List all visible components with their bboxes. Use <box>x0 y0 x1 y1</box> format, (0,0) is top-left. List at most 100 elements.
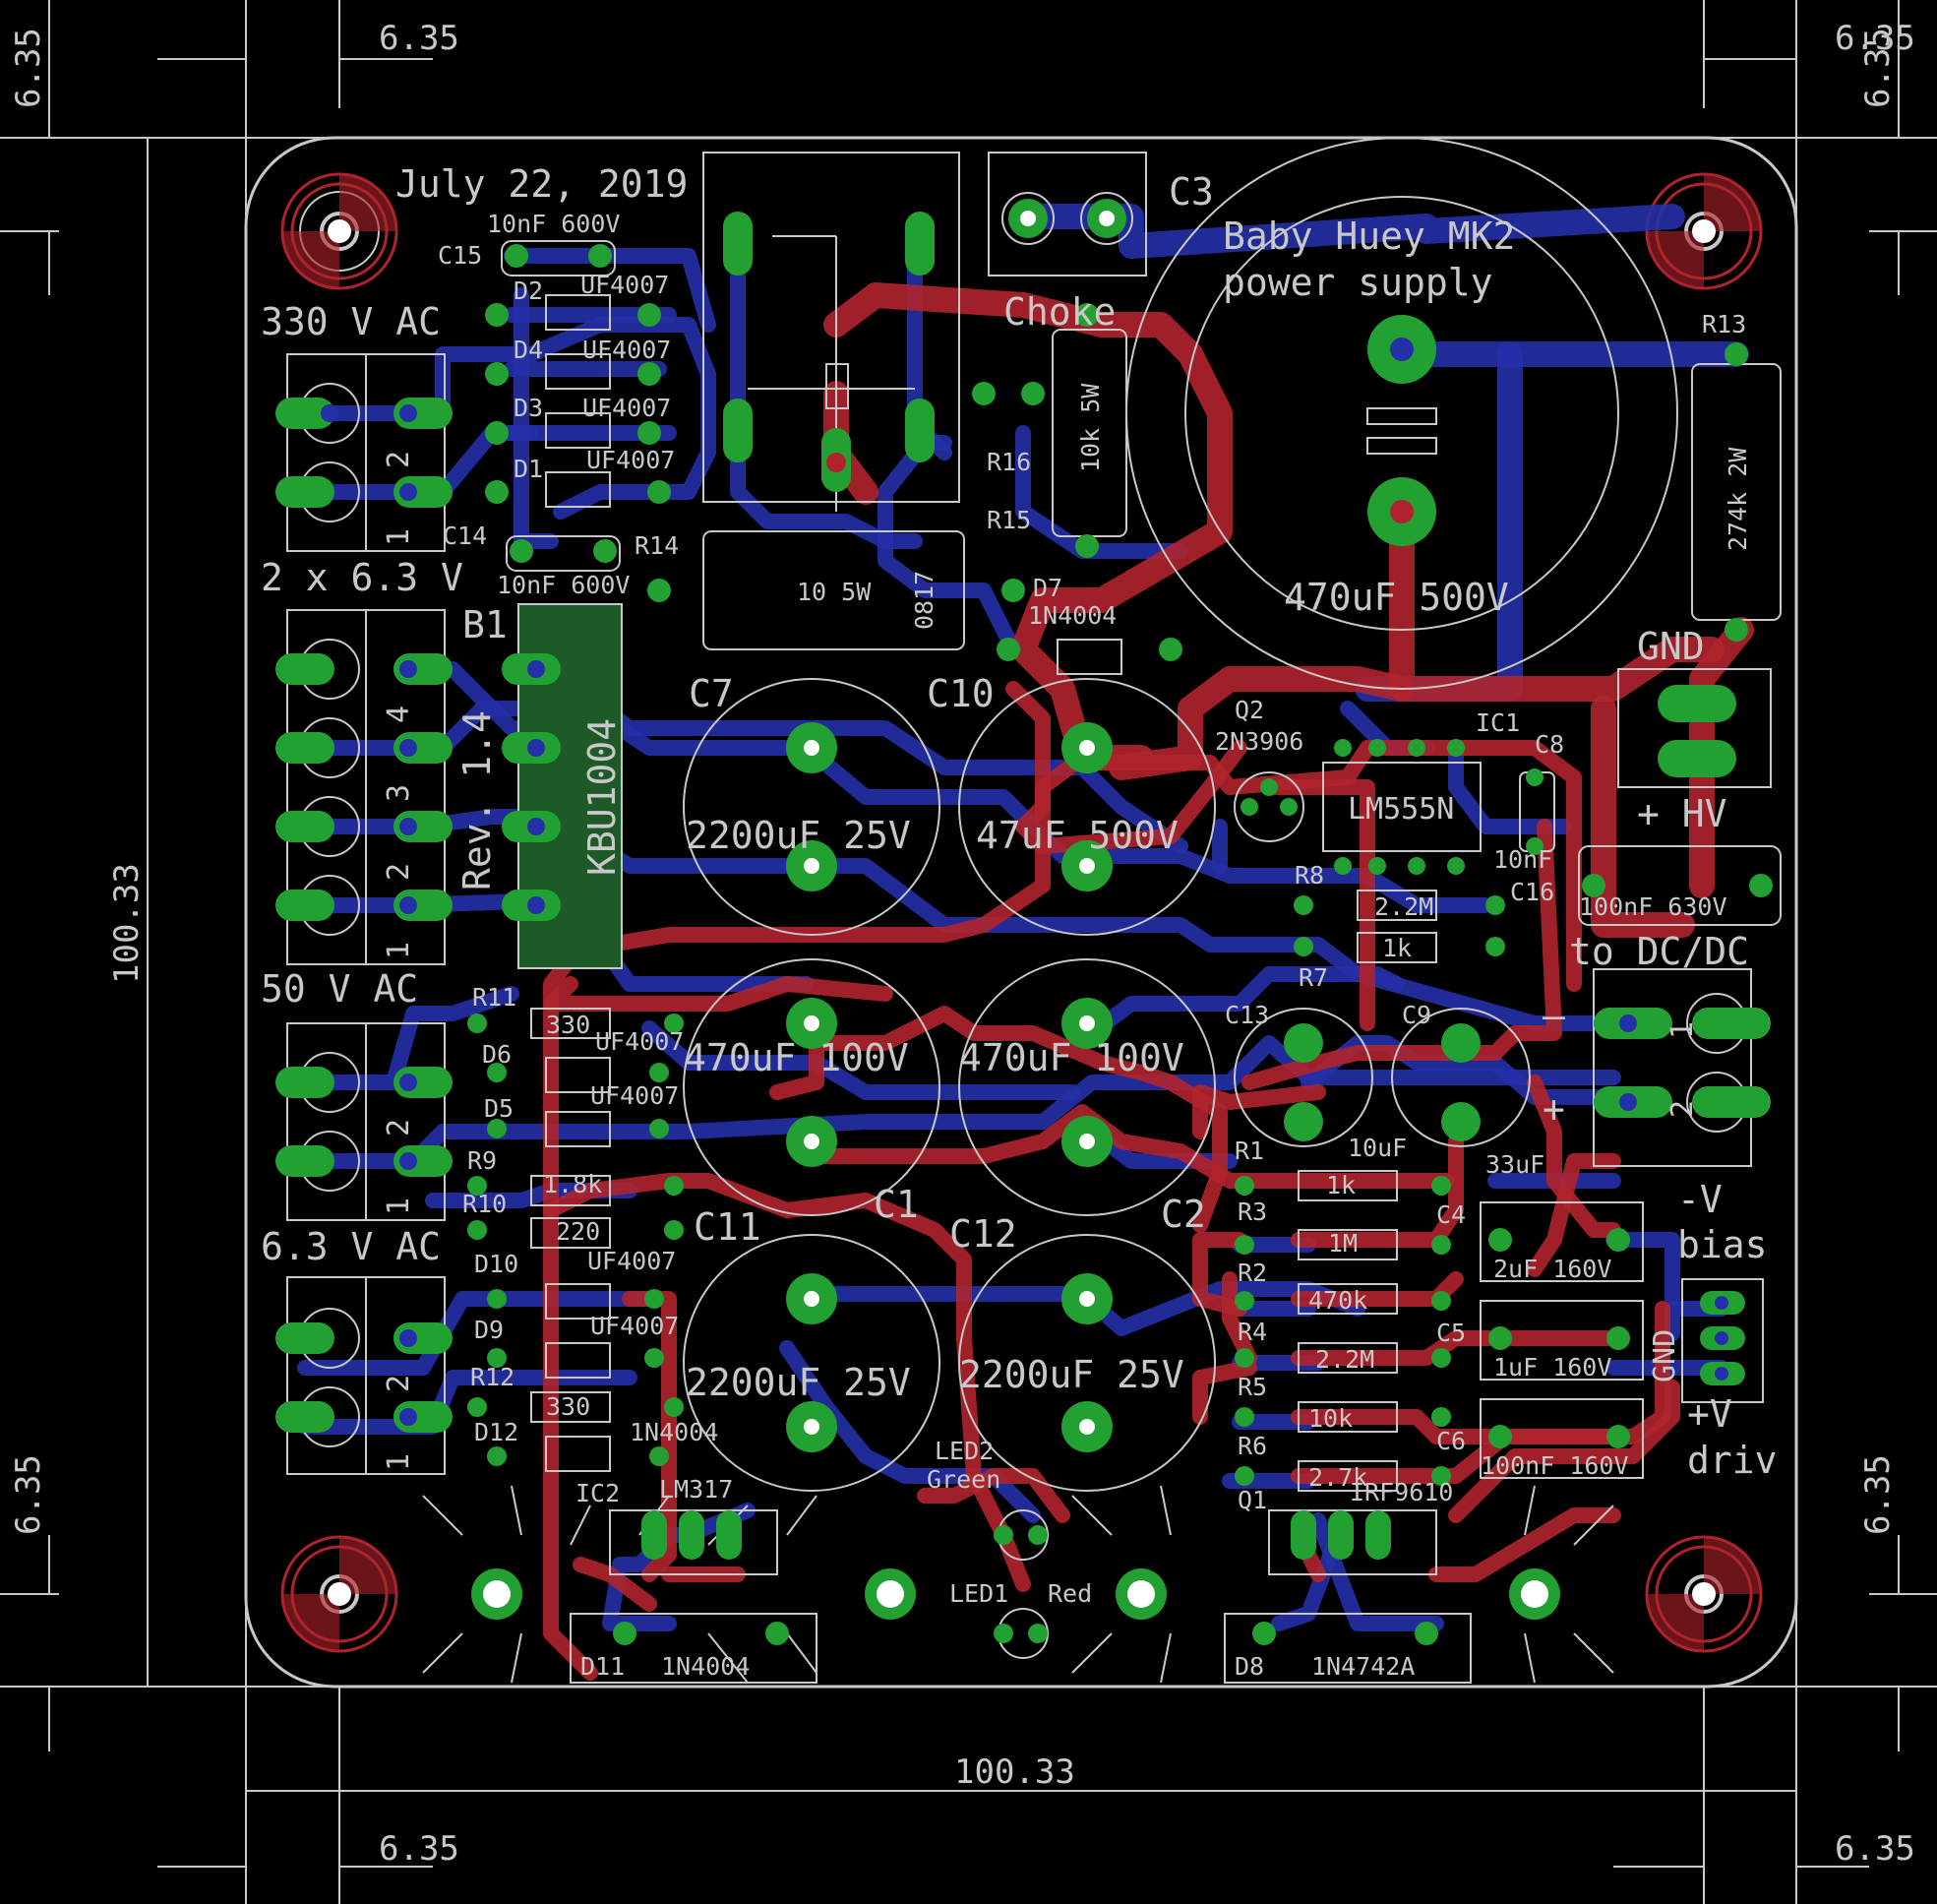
label-330vac: 330 V AC <box>261 300 441 343</box>
pin-3: 3 <box>382 784 416 802</box>
labels: July 22, 2019 Baby Huey MK2 power supply… <box>261 162 1778 1681</box>
dim-bottom-left: 6.35 <box>379 1829 459 1869</box>
r9-value: 1.8k <box>543 1170 602 1198</box>
q2-ref: Q2 <box>1235 696 1264 724</box>
c4-ref: C4 <box>1436 1200 1466 1229</box>
dim-left-bottom: 6.35 <box>9 1454 48 1535</box>
r6-value: 2.7k <box>1308 1463 1367 1492</box>
label-bias-v: -V <box>1677 1178 1723 1221</box>
r15-value: 10k 5W <box>1076 383 1105 472</box>
pin-1: 1 <box>382 1453 416 1471</box>
c6-ref: C6 <box>1436 1427 1466 1455</box>
ic1-ref: IC1 <box>1476 708 1520 737</box>
led2-value: Green <box>927 1465 1000 1494</box>
c13-ref: C13 <box>1225 1001 1269 1029</box>
r4-value: 2.2M <box>1315 1345 1374 1374</box>
pin-1: 1 <box>382 942 416 959</box>
r12-ref: R12 <box>470 1363 515 1391</box>
label-50vac: 50 V AC <box>261 967 418 1011</box>
dim-width: 100.33 <box>954 1752 1075 1792</box>
r16-ref: R16 <box>987 448 1031 476</box>
c6-value: 100nF 160V <box>1481 1451 1629 1480</box>
dim-right-bottom: 6.35 <box>1858 1454 1898 1535</box>
label-plus: + <box>1543 1087 1565 1131</box>
c2-ref: C2 <box>1161 1193 1206 1236</box>
ic2-value: LM317 <box>659 1475 733 1504</box>
ic1-value: LM555N <box>1348 792 1454 827</box>
d1-value: UF4007 <box>586 446 675 474</box>
c8-value: 10nF <box>1493 845 1552 874</box>
r8-value: 2.2M <box>1374 892 1433 921</box>
c12-ref: C12 <box>949 1212 1017 1256</box>
d12-value: 1N4004 <box>630 1418 718 1446</box>
q1-ref: Q1 <box>1238 1486 1267 1514</box>
d8-value: 1N4742A <box>1311 1652 1415 1681</box>
c8-ref: C8 <box>1535 730 1564 759</box>
label-driv-v: +V <box>1687 1392 1732 1436</box>
pin-1: 1 <box>382 1198 416 1215</box>
c2-value: 470uF 100V <box>959 1036 1184 1079</box>
c13-value: 10uF <box>1348 1134 1407 1162</box>
d7-value: 1N4004 <box>1028 601 1117 630</box>
c7-value: 2200uF 25V <box>686 814 911 857</box>
d8-ref: D8 <box>1235 1652 1264 1681</box>
led2-ref: LED2 <box>935 1437 994 1465</box>
c5-value: 1uF 160V <box>1493 1353 1611 1382</box>
d12-ref: D12 <box>474 1418 518 1446</box>
b1-value: KBU1004 <box>580 718 624 876</box>
label-gnd-vertical: GND <box>1648 1329 1682 1382</box>
c1-value: 470uF 100V <box>684 1036 909 1079</box>
r13-ref: R13 <box>1702 310 1746 338</box>
pin-2: 2 <box>1665 1100 1700 1118</box>
c7-ref: C7 <box>689 672 734 715</box>
d7-ref: D7 <box>1033 574 1062 602</box>
c3-ref: C3 <box>1169 170 1214 214</box>
label-gnd: GND <box>1637 625 1705 668</box>
q2-value: 2N3906 <box>1215 727 1303 756</box>
pin-1: 1 <box>382 528 416 546</box>
label-dcdc: to DC/DC <box>1569 930 1749 973</box>
r7-ref: R7 <box>1299 963 1328 992</box>
revision-label: Rev. 1.4 <box>455 710 499 891</box>
d4-ref: D4 <box>514 336 543 364</box>
label-2x63v: 2 x 6.3 V <box>261 556 463 599</box>
c11-value: 2200uF 25V <box>686 1361 911 1404</box>
c3-value: 470uF 500V <box>1284 576 1509 619</box>
d4-value: UF4007 <box>582 336 671 364</box>
date-label: July 22, 2019 <box>395 162 688 206</box>
d11-value: 1N4004 <box>661 1652 750 1681</box>
led1-value: Red <box>1048 1579 1092 1608</box>
r4-ref: R4 <box>1238 1318 1267 1346</box>
d6-ref: D6 <box>482 1040 512 1069</box>
label-minus: – <box>1543 994 1565 1037</box>
c10-value: 47uF 500V <box>976 814 1179 857</box>
pin-2: 2 <box>382 1375 416 1392</box>
board-outline <box>244 136 1798 1689</box>
c14-value: 10nF 600V <box>497 571 630 599</box>
d5-value: UF4007 <box>590 1081 679 1110</box>
r10-ref: R10 <box>462 1190 507 1218</box>
c1-ref: C1 <box>874 1183 919 1226</box>
dim-right-top: 6.35 <box>1858 28 1898 108</box>
label-bias: bias <box>1677 1223 1768 1266</box>
d3-ref: D3 <box>514 394 543 422</box>
pin-1: 1 <box>1665 1021 1700 1039</box>
pin-2: 2 <box>382 1119 416 1136</box>
r6-ref: R6 <box>1238 1432 1267 1460</box>
d11-ref: D11 <box>580 1652 625 1681</box>
dim-height: 100.33 <box>107 863 147 984</box>
ic2-ref: IC2 <box>575 1479 620 1507</box>
title-line1: Baby Huey MK2 <box>1223 215 1515 258</box>
c15-value: 10nF 600V <box>487 210 620 238</box>
r3-ref: R3 <box>1238 1198 1267 1226</box>
c9-value: 33uF <box>1485 1150 1544 1179</box>
d6-value: UF4007 <box>595 1027 684 1056</box>
r12-value: 330 <box>546 1392 590 1421</box>
d2-value: UF4007 <box>580 271 669 299</box>
dim-bottom-right: 6.35 <box>1835 1829 1915 1869</box>
title-line2: power supply <box>1223 261 1493 304</box>
r14-value: 10 5W <box>797 578 872 606</box>
b1-ref: B1 <box>462 603 508 646</box>
c11-ref: C11 <box>694 1205 761 1249</box>
